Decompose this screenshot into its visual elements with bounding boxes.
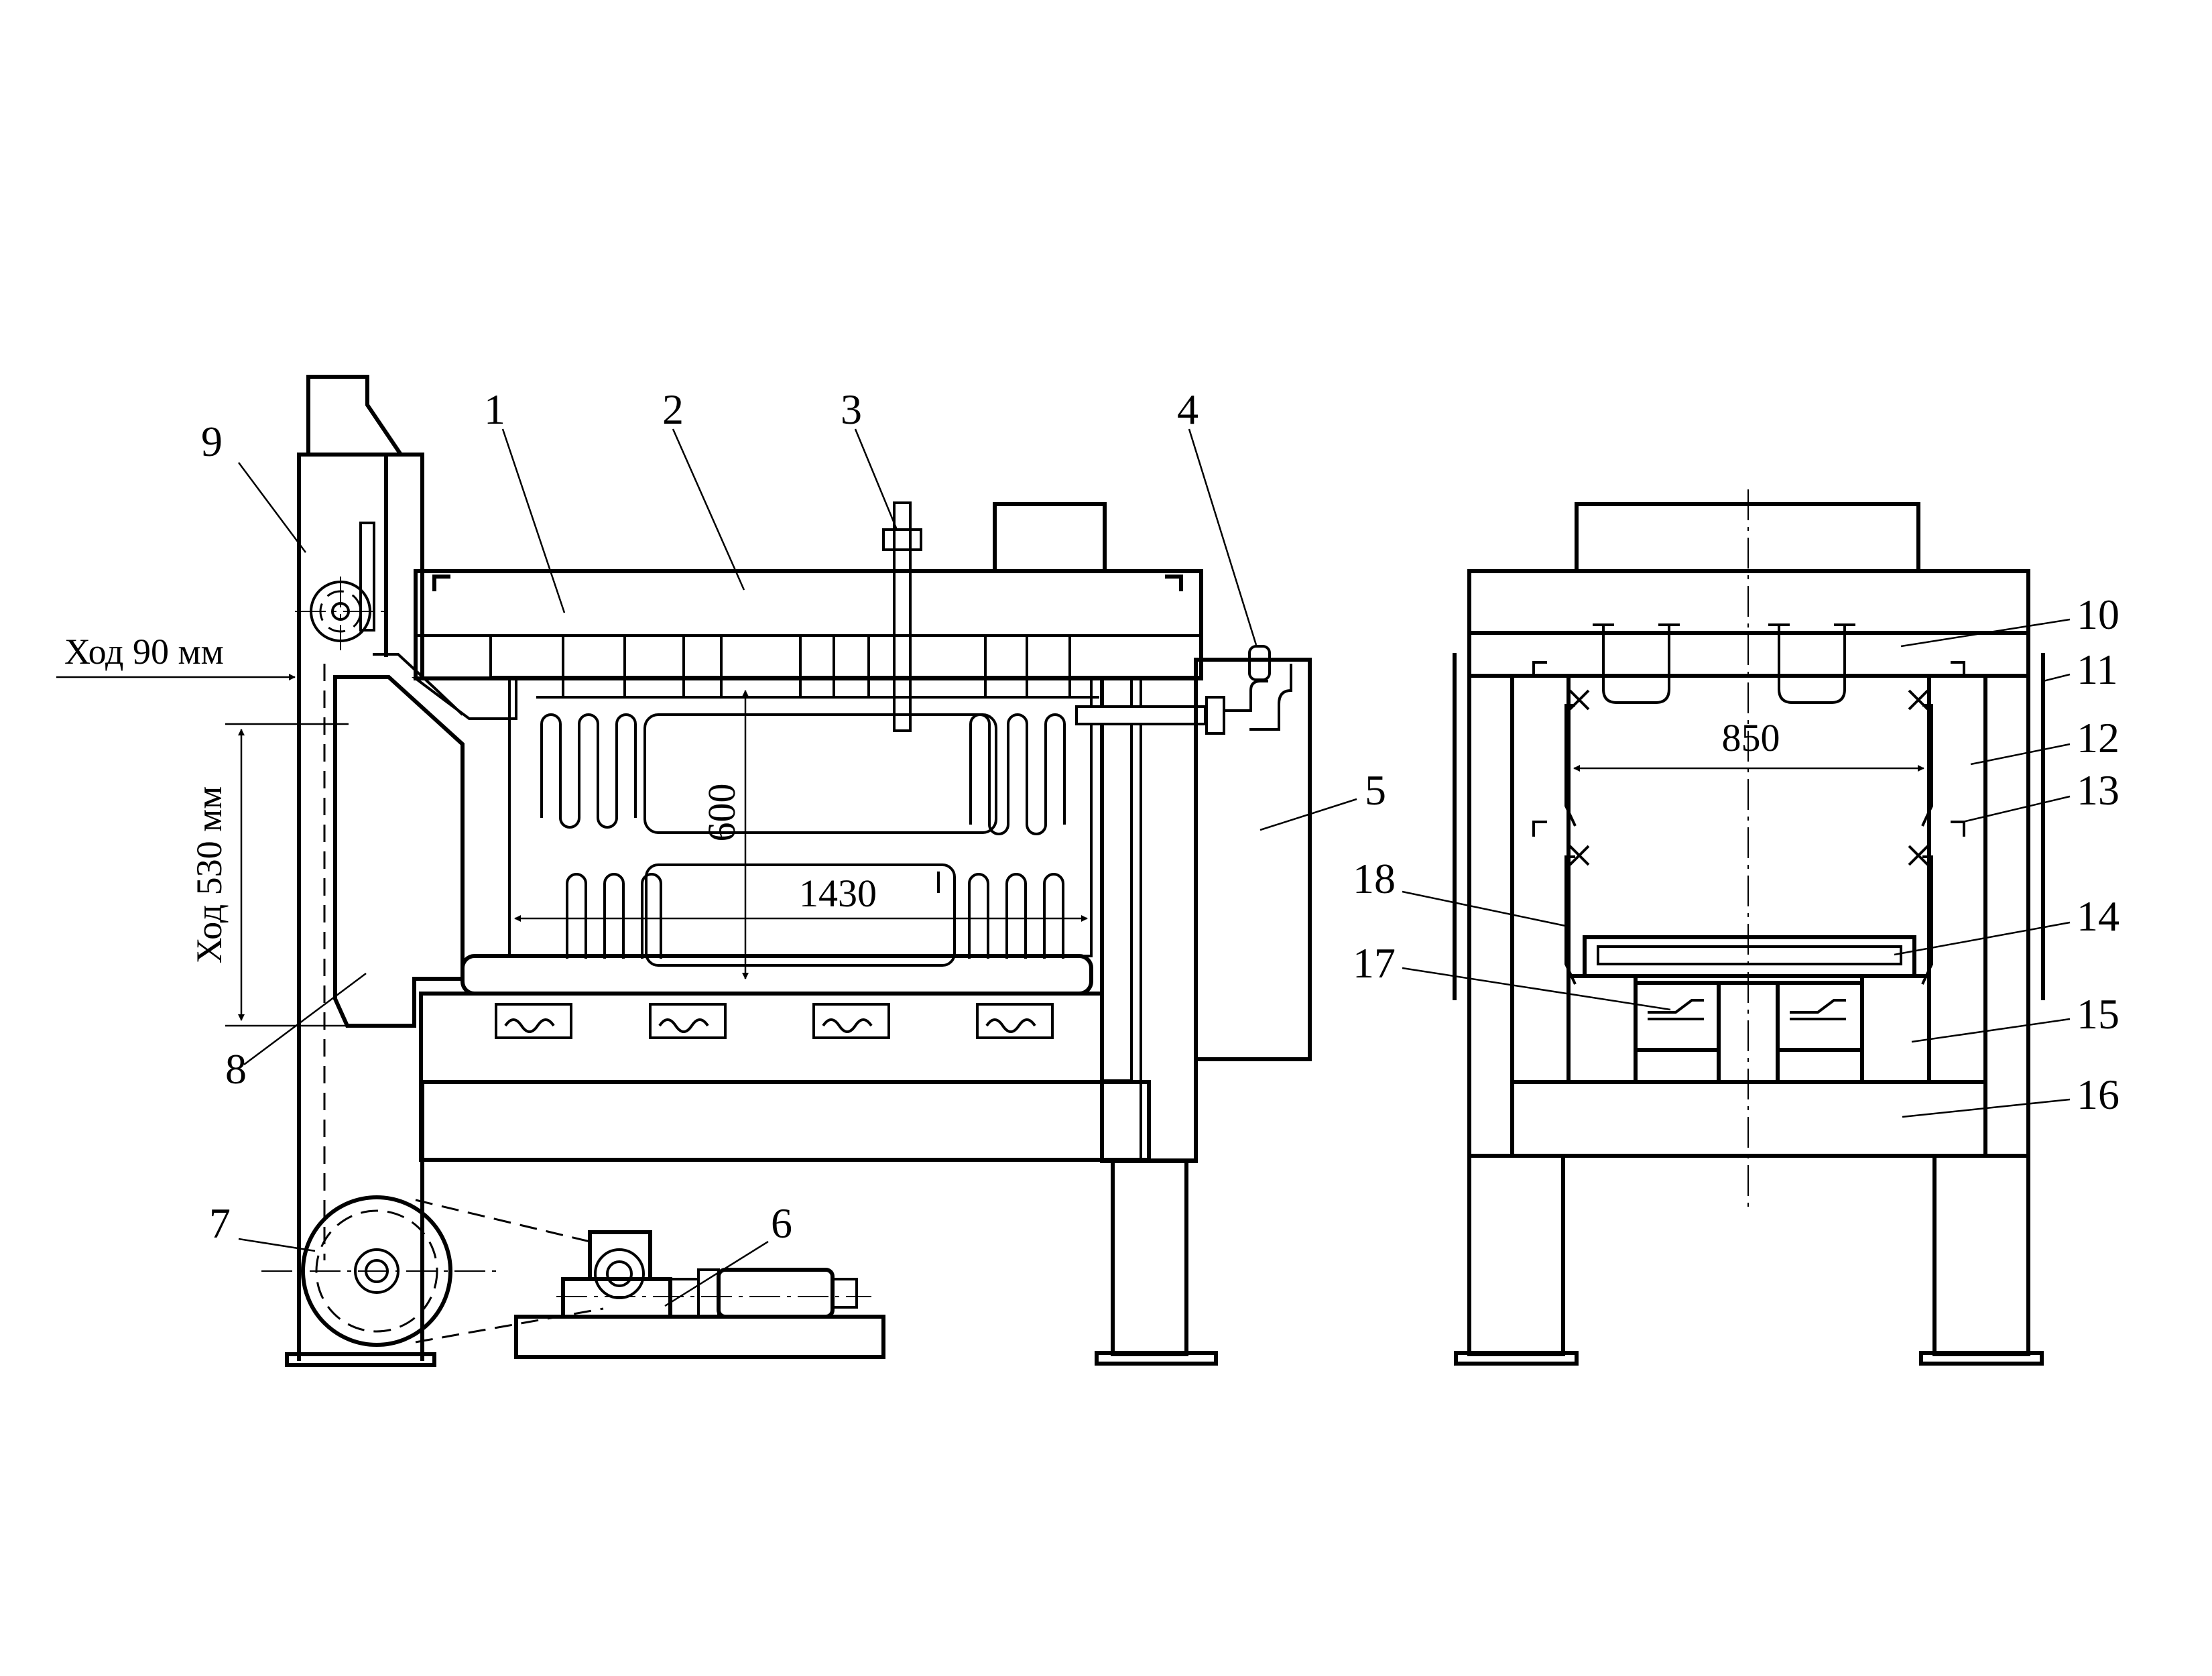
callout-9: 9 (201, 418, 223, 465)
callout-16: 16 (2077, 1071, 2119, 1118)
thermocouple-side (1075, 645, 1292, 735)
drive-motor (514, 1230, 885, 1359)
roof-lining (414, 569, 1203, 680)
callouts: 1 2 3 4 5 6 7 8 9 10 11 12 13 14 15 16 1 (201, 385, 2119, 1307)
callout-6: 6 (771, 1199, 792, 1247)
callout-18: 18 (1353, 855, 1396, 902)
cross-section: 850 (1453, 489, 2045, 1366)
callout-15: 15 (2077, 990, 2119, 1038)
callout-13: 13 (2077, 766, 2119, 814)
cs-roof-hangers (1593, 623, 1855, 704)
dim-850: 850 (1722, 716, 1780, 760)
right-leg (1111, 1159, 1188, 1356)
dim-1430: 1430 (799, 872, 877, 915)
control-cabinet (1194, 658, 1312, 1061)
cs-right-wall-outer (1983, 674, 2030, 1158)
callout-1: 1 (484, 385, 505, 433)
base-slab (419, 1080, 1151, 1162)
callout-10: 10 (2077, 591, 2119, 638)
furnace-door (333, 675, 465, 1028)
roof-hangers (536, 636, 1099, 699)
hearth-heaters (495, 1003, 1054, 1039)
hearth-plate (460, 954, 1093, 996)
callout-11: 11 (2077, 646, 2118, 693)
cs-left-wall-outer (1467, 674, 1514, 1158)
travel-vertical-label: Ход 530 мм (189, 786, 229, 964)
callout-4: 4 (1177, 385, 1199, 433)
roof-inner-block (489, 634, 1203, 678)
travel-horizontal-label: Ход 90 мм (64, 632, 224, 672)
top-sprocket (295, 577, 389, 650)
drive-wheel (261, 1195, 496, 1347)
callout-14: 14 (2077, 892, 2119, 940)
callout-3: 3 (841, 385, 862, 433)
callout-17: 17 (1353, 939, 1396, 987)
cs-base (1510, 1080, 1987, 1158)
dim-600: 600 (700, 784, 743, 842)
cs-right-wall-inner (1927, 674, 1987, 1084)
cs-left-wall-inner (1510, 674, 1571, 1084)
upper-heaters (540, 713, 1066, 835)
top-housing (993, 502, 1107, 573)
callout-2: 2 (662, 385, 684, 433)
cs-right-leg (1932, 1154, 2030, 1356)
callout-12: 12 (2077, 714, 2119, 762)
callout-7: 7 (209, 1199, 231, 1247)
thermocouple (893, 501, 912, 732)
cs-tray (1583, 935, 1916, 978)
longitudinal-section: 600 1430 (56, 375, 1312, 1367)
callout-5: 5 (1365, 766, 1386, 814)
callout-8: 8 (225, 1045, 247, 1093)
cs-left-leg (1467, 1154, 1565, 1356)
cs-side-heaters (1532, 661, 1965, 985)
